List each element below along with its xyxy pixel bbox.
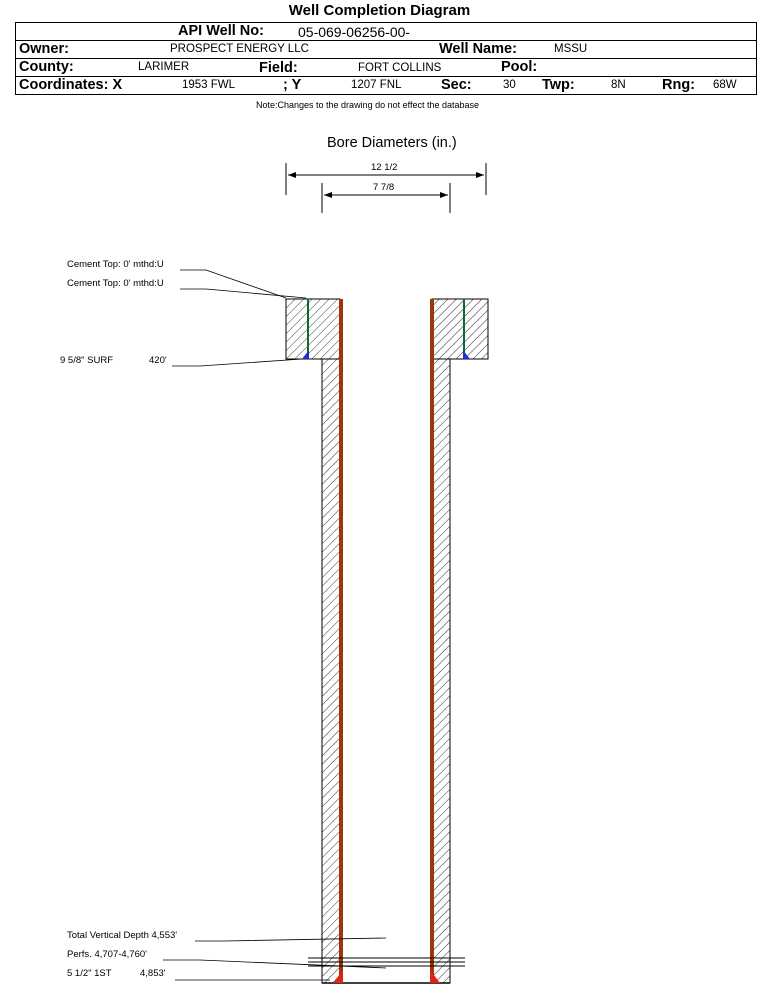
surface-cement-right: [431, 298, 489, 360]
leader-lines: [163, 269, 387, 981]
coord-x-value: 1953 FWL: [182, 79, 236, 91]
production-casing-depth: 4,853': [140, 968, 166, 979]
cement-top-label-2: Cement Top: 0' mthd:U: [67, 278, 164, 289]
production-cement-right: [431, 358, 451, 984]
county-value: LARIMER: [138, 61, 190, 73]
field-label: Field:: [259, 60, 298, 76]
bore-diameters-title: Bore Diameters (in.): [327, 135, 457, 151]
production-casing-left: [339, 299, 343, 983]
api-value: 05-069-06256-00-: [298, 24, 411, 40]
bore-dimensions: [285, 163, 487, 213]
drawing-note: Note:Changes to the drawing do not effec…: [256, 100, 479, 110]
leader-cement-top-2: [180, 288, 307, 299]
production-casing-right: [430, 299, 434, 983]
production-casing-label: 5 1/2" 1ST: [67, 968, 112, 979]
production-shoe-right: [430, 970, 440, 983]
county-row: County: LARIMER Field: FORT COLLINS Pool…: [15, 58, 757, 77]
tvd-label: Total Vertical Depth 4,553': [67, 930, 178, 941]
owner-row: Owner: PROSPECT ENERGY LLC Well Name: MS…: [15, 40, 757, 59]
rng-label: Rng:: [662, 77, 696, 93]
sec-label: Sec:: [441, 77, 472, 93]
field-value: FORT COLLINS: [358, 62, 442, 74]
owner-value: PROSPECT ENERGY LLC: [170, 43, 309, 55]
coord-y-value: 1207 FNL: [351, 79, 402, 91]
leader-cement-top-1: [180, 269, 287, 299]
perfs-label: Perfs. 4,707-4,760': [67, 949, 147, 960]
surface-casing-depth: 420': [149, 355, 167, 366]
county-label: County:: [19, 59, 74, 75]
leader-surface-casing: [172, 358, 303, 367]
coordinates-row: Coordinates: X 1953 FWL ; Y 1207 FNL Sec…: [15, 76, 757, 95]
surface-cement-left: [285, 298, 341, 360]
production-cement-left: [321, 358, 341, 984]
well-name-label: Well Name:: [439, 41, 517, 57]
page-title: Well Completion Diagram: [288, 2, 471, 19]
cement-top-label-1: Cement Top: 0' mthd:U: [67, 259, 164, 270]
twp-label: Twp:: [542, 77, 575, 93]
inner-bore-label: 7 7/8: [373, 182, 395, 193]
owner-label: Owner:: [19, 41, 69, 57]
pool-label: Pool:: [501, 59, 538, 75]
surface-shoe-right: [463, 350, 470, 359]
api-label: API Well No:: [178, 23, 264, 39]
leader-tvd: [195, 937, 387, 942]
outer-bore-label: 12 1/2: [371, 162, 398, 173]
coord-x-label: Coordinates: X: [19, 77, 123, 93]
surface-shoe-left: [302, 350, 309, 359]
sec-value: 30: [503, 79, 516, 91]
twp-value: 8N: [611, 79, 626, 91]
leader-perfs: [163, 959, 387, 969]
well-name-value: MSSU: [554, 43, 588, 55]
coord-y-label: ; Y: [283, 77, 302, 93]
api-row: API Well No: 05-069-06256-00-: [15, 22, 757, 41]
production-shoe-left: [333, 970, 343, 983]
surface-casing-label: 9 5/8" SURF: [60, 355, 114, 366]
rng-value: 68W: [713, 79, 737, 91]
